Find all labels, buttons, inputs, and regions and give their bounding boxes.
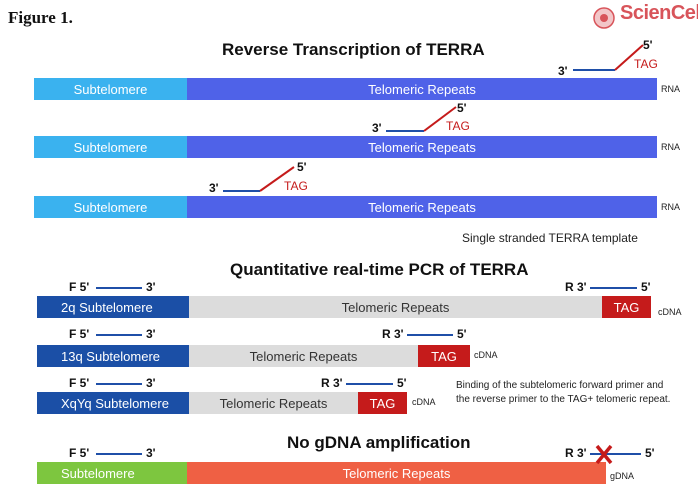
forward-primer-3-label: 3' [146,446,156,460]
section3-title: No gDNA amplification [287,433,471,452]
rt-primer-tag-tail [423,106,457,132]
primer-3-prime-label: 3' [558,64,568,78]
rna-label: RNA [661,84,681,94]
reverse-primer-5-label: 5' [645,446,655,460]
rna-label: RNA [661,202,681,212]
rt-primer-tag-tail [614,44,644,71]
telomeric-repeats-segment: Telomeric Repeats [189,296,602,318]
primer-5-prime-label: 5' [643,38,653,52]
forward-primer-5-label: F 5' [69,280,90,294]
gdna-label: gDNA [610,471,635,481]
primer-5-prime-label: 5' [297,160,307,174]
subtelomere-segment: XqYq Subtelomere [37,392,189,414]
binding-note: Binding of the subtelomeric forward prim… [456,379,670,407]
primer-3-prime-label: 3' [372,121,382,135]
telomeric-repeats-segment: Telomeric Repeats [187,196,657,218]
forward-primer-5-label: F 5' [69,446,90,460]
reverse-primer-3-label: R 3' [565,280,587,294]
subtelomere-segment: Subtelomere [34,78,187,100]
subtelomere-segment: Subtelomere [37,462,187,484]
figure-label: Figure 1. [8,8,73,27]
telomeric-repeats-segment: Telomeric Repeats [189,345,418,367]
subtelomere-segment: Subtelomere [34,196,187,218]
telomeric-repeats-segment: Telomeric Repeats [187,136,657,158]
tag-segment: TAG [358,392,407,414]
reverse-primer-3-label: R 3' [565,446,587,460]
reverse-primer-3-label: R 3' [382,327,404,341]
reverse-primer-5-label: 5' [457,327,467,341]
tag-segment: TAG [602,296,651,318]
telomeric-repeats-segment: Telomeric Repeats [189,392,358,414]
telomeric-repeats-segment: Telomeric Repeats [187,462,606,484]
telomeric-repeats-segment: Telomeric Repeats [187,78,657,100]
tag-segment: TAG [418,345,470,367]
reverse-primer-5-label: 5' [397,376,407,390]
template-note: Single stranded TERRA template [462,231,638,245]
binding-note-line2: the reverse primer to the TAG+ telomeric… [456,394,671,405]
reverse-primer-3-label: R 3' [321,376,343,390]
logo-text: ScienCell [620,2,698,24]
binding-note-line1: Binding of the subtelomeric forward prim… [456,380,664,391]
subtelomere-segment: 13q Subtelomere [37,345,189,367]
rna-label: RNA [661,142,681,152]
subtelomere-segment: Subtelomere [34,136,187,158]
reverse-primer-5-label: 5' [641,280,651,294]
primer-3-prime-label: 3' [209,181,219,195]
cdna-label: cDNA [474,350,498,360]
subtelomere-segment: 2q Subtelomere [37,296,189,318]
rt-primer-tag-tail [259,166,295,192]
forward-primer-3-label: 3' [146,327,156,341]
cdna-label: cDNA [658,307,682,317]
forward-primer-3-label: 3' [146,376,156,390]
sciencell-logo [593,7,615,29]
section2-title: Quantitative real-time PCR of TERRA [230,260,529,279]
tag-label: TAG [446,119,470,133]
primer-5-prime-label: 5' [457,101,467,115]
section1-title: Reverse Transcription of TERRA [222,40,485,59]
tag-label: TAG [284,179,308,193]
blocked-x-icon [595,444,613,465]
cdna-label: cDNA [412,397,436,407]
forward-primer-5-label: F 5' [69,376,90,390]
forward-primer-5-label: F 5' [69,327,90,341]
forward-primer-3-label: 3' [146,280,156,294]
tag-label: TAG [634,57,658,71]
